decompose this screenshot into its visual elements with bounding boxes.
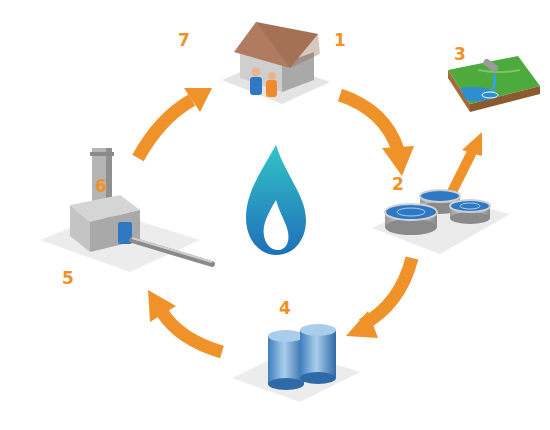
callout-number: 5 <box>62 270 74 287</box>
cycle-arrow-part <box>138 100 192 158</box>
storage-tanks-part <box>268 378 304 390</box>
cycle-arrow-part <box>340 95 398 150</box>
house-illustration-part <box>268 72 276 80</box>
callout-number: 3 <box>454 46 466 63</box>
cycle-arrow-part <box>184 88 212 112</box>
cycle-arrow-part <box>148 290 176 322</box>
cycle-arrow-part <box>452 152 472 192</box>
storage-tanks-part <box>300 324 336 336</box>
house-illustration-part <box>266 80 277 97</box>
callout-number: 2 <box>392 176 404 193</box>
treatment-basins-part <box>397 208 425 216</box>
treatment-basins-part <box>385 219 437 235</box>
gas-flame-part <box>264 200 289 250</box>
storage-tanks-part <box>300 372 336 384</box>
gas-flame-part <box>246 145 306 255</box>
house-illustration-part <box>256 22 320 68</box>
gas-flame <box>246 145 306 255</box>
power-plant <box>40 148 212 272</box>
house-illustration-part <box>252 68 261 77</box>
house-illustration <box>222 22 330 104</box>
field-illustration-part <box>492 74 495 92</box>
storage-tanks-part <box>268 330 304 342</box>
treatment-basins-part <box>450 212 490 224</box>
cycle-arrow-part <box>346 311 378 338</box>
field-illustration-part <box>478 70 520 72</box>
cycle-arrow-part <box>162 312 222 352</box>
treatment-basins-part <box>450 200 490 212</box>
cycle-arrow-part <box>462 132 482 156</box>
field-illustration-part <box>482 92 498 98</box>
power-plant-part <box>70 205 90 252</box>
treatment-basins-part <box>420 190 460 202</box>
treatment-basins-part <box>460 203 480 209</box>
treatment-basins <box>372 190 510 254</box>
cycle-arrow <box>138 88 482 352</box>
power-plant-part <box>90 152 114 156</box>
cycle-arrow-part <box>382 146 414 176</box>
house-illustration-part <box>250 77 262 95</box>
power-plant-part <box>132 240 212 264</box>
callout-number: 6 <box>95 178 107 195</box>
storage-tanks <box>232 324 360 402</box>
field-illustration-part <box>482 58 499 73</box>
power-plant-part <box>90 210 140 252</box>
power-plant-part <box>132 238 212 262</box>
callout-number: 1 <box>334 32 346 49</box>
field-illustration <box>448 56 540 112</box>
treatment-basins-part <box>385 204 437 220</box>
storage-tanks-part <box>300 330 336 378</box>
storage-tanks-part <box>268 336 304 384</box>
cycle-arrow-part <box>362 258 412 325</box>
callout-number: 7 <box>178 32 190 49</box>
treatment-basins-part <box>372 196 510 254</box>
callout-number: 4 <box>279 300 291 317</box>
